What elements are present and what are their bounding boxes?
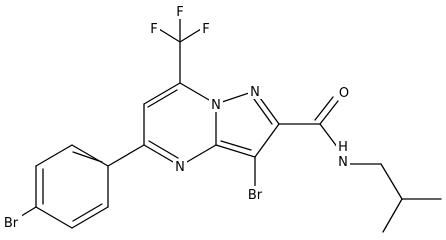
- bond-c3-c3a: [215, 144, 256, 158]
- bond-ch2-ch: [380, 163, 403, 200]
- bond-c2-c3: [254, 123, 280, 158]
- bond-c-n-amide: [319, 123, 339, 149]
- bond-ph-1-2: [71, 144, 109, 167]
- atom-n-amide: N: [336, 154, 350, 170]
- bond-c-f-left: [158, 28, 181, 43]
- atom-n-fused: N: [209, 97, 223, 113]
- atom-n-pyrimidine: N: [173, 159, 187, 175]
- bond-c5-phenyl: [107, 144, 145, 167]
- atom-n-pyrazole: N: [248, 84, 262, 100]
- bond-c-o: [319, 100, 339, 125]
- svg-text:N: N: [250, 85, 260, 100]
- atom-label-layer: F F F N N N O N: [0, 3, 351, 231]
- bond-ph-5-6: [71, 206, 109, 229]
- svg-text:O: O: [339, 86, 349, 101]
- atom-f-top: F: [174, 3, 186, 20]
- svg-text:N: N: [175, 160, 185, 175]
- bond-ph-2-3: [35, 144, 73, 167]
- bond-ph-4-5: [35, 206, 73, 229]
- bond-c5-n4-double: [148, 140, 179, 159]
- bond-ph-5-6-double: [72, 203, 103, 222]
- svg-text:Br: Br: [248, 188, 263, 203]
- bond-ch-ch3-b: [382, 198, 403, 233]
- atom-o-carbonyl: O: [337, 84, 351, 101]
- svg-text:F: F: [150, 22, 157, 37]
- bond-n2-c2-double: [253, 98, 273, 125]
- svg-text:Br: Br: [4, 216, 19, 231]
- atom-f-right: F: [200, 20, 212, 37]
- bond-c-f-right: [179, 28, 202, 43]
- svg-text:N: N: [338, 155, 348, 170]
- bond-c3-c3a-double: [220, 140, 252, 151]
- atom-h-amide: H: [336, 139, 350, 155]
- svg-text:F: F: [176, 5, 183, 20]
- atom-br-phenyl: Br: [0, 214, 22, 231]
- bond-layer: [17, 13, 442, 233]
- bond-ph-1-2-double: [72, 151, 103, 163]
- svg-text:N: N: [211, 98, 221, 113]
- atom-f-left: F: [148, 20, 160, 37]
- svg-text:H: H: [338, 140, 348, 155]
- bond-c7-c6-double: [147, 89, 178, 108]
- bond-c-o-double: [314, 96, 334, 121]
- atom-br-ring: Br: [243, 186, 267, 203]
- bond-c7-c6: [143, 82, 181, 105]
- svg-text:F: F: [202, 22, 209, 37]
